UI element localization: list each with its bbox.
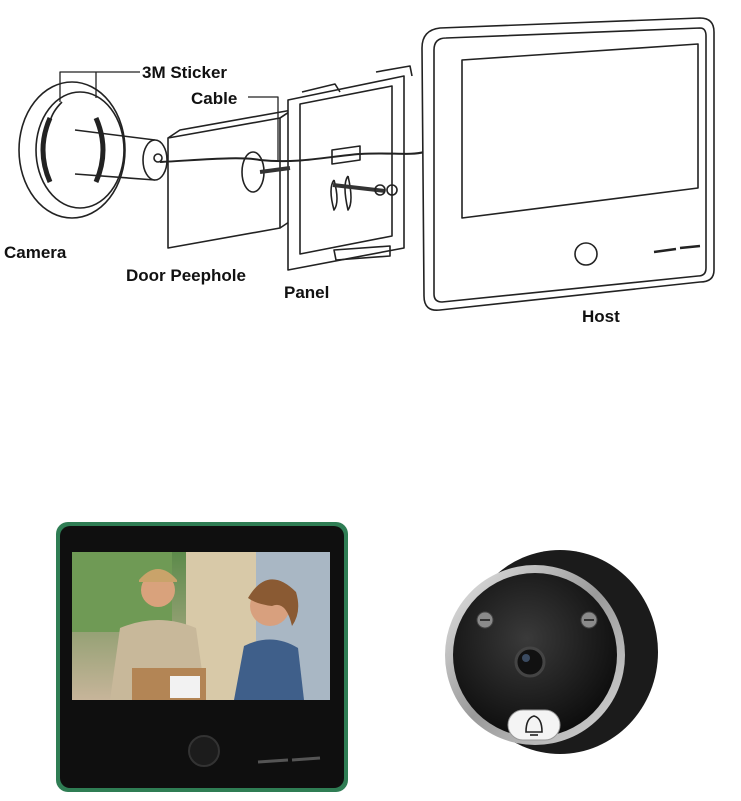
camera-photo xyxy=(445,550,658,754)
lens-icon xyxy=(514,646,546,678)
exploded-view xyxy=(18,17,715,312)
label-camera: Camera xyxy=(4,243,67,262)
leader-sticker xyxy=(59,71,140,102)
label-door-peephole: Door Peephole xyxy=(126,266,246,285)
label-3m-sticker: 3M Sticker xyxy=(142,63,227,82)
bell-icon[interactable] xyxy=(507,709,561,741)
label-host: Host xyxy=(582,307,620,326)
panel-part xyxy=(259,65,413,271)
leader-cable xyxy=(248,96,279,160)
label-cable: Cable xyxy=(191,89,237,108)
door-peephole-part xyxy=(167,109,293,249)
host-display-photo xyxy=(56,522,348,792)
cable xyxy=(159,151,425,163)
host-part xyxy=(421,17,715,312)
screen-scene xyxy=(72,552,330,700)
label-panel: Panel xyxy=(284,283,329,302)
camera-part xyxy=(18,81,168,219)
